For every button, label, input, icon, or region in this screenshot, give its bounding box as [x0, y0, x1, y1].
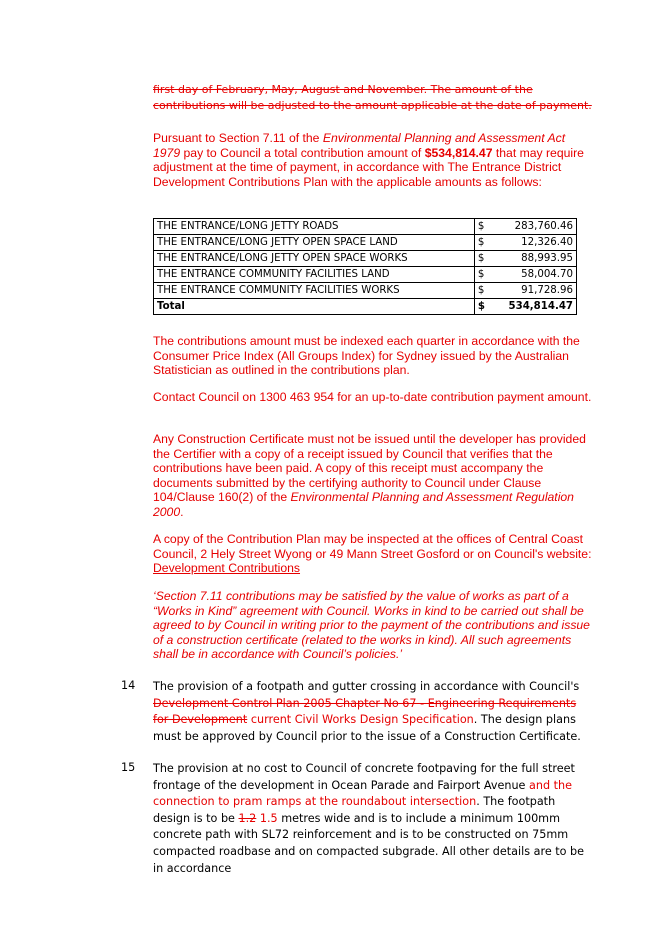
item-15-text-a: The provision at no cost to Council of c…	[153, 762, 575, 792]
struck-text-line: first day of February, May, August and N…	[153, 82, 603, 99]
struck-text-line: contributions will be adjusted to the am…	[153, 98, 603, 115]
table-row: THE ENTRANCE COMMUNITY FACILITIES LAND $…	[153, 266, 578, 283]
row-name: THE ENTRANCE/LONG JETTY OPEN SPACE LAND	[153, 234, 475, 251]
row-currency: $	[473, 234, 501, 251]
certificate-paragraph: Any Construction Certificate must not be…	[153, 432, 593, 520]
table-row: THE ENTRANCE/LONG JETTY OPEN SPACE LAND …	[153, 234, 578, 251]
item-15-text-c: metres wide and is to include a minimum …	[153, 811, 585, 875]
pursuant-paragraph: Pursuant to Section 7.11 of the Environm…	[153, 131, 593, 189]
pursuant-text-a: Pursuant to Section 7.11 of the	[153, 131, 323, 145]
added-text: and the connection to pram ramps at the …	[153, 778, 572, 809]
row-currency: $	[473, 250, 501, 267]
act-title: Environmental Planning and Assessment Ac…	[153, 131, 566, 160]
item-14-text-b: . The design plans must be approved by C…	[153, 713, 581, 743]
development-contributions-link[interactable]: Development Contributions	[153, 561, 301, 576]
struck-line-1: first day of February, May, August and N…	[153, 83, 533, 96]
row-name: THE ENTRANCE COMMUNITY FACILITIES WORKS	[153, 282, 475, 299]
contributions-table: THE ENTRANCE/LONG JETTY ROADS $ 283,760.…	[153, 218, 578, 315]
table-row: THE ENTRANCE COMMUNITY FACILITIES WORKS …	[153, 282, 578, 299]
row-name: THE ENTRANCE/LONG JETTY ROADS	[153, 218, 475, 235]
row-amount: 283,760.46	[500, 218, 578, 235]
pursuant-text-b: pay to Council a total contribution amou…	[180, 145, 425, 160]
table-row: THE ENTRANCE/LONG JETTY ROADS $ 283,760.…	[153, 218, 578, 235]
item-15-paragraph: The provision at no cost to Council of c…	[153, 761, 593, 877]
total-label: Total	[153, 298, 475, 315]
added-reference: current Civil Works Design Specification	[247, 713, 474, 727]
certificate-end: .	[180, 504, 184, 519]
row-amount: 12,326.40	[500, 234, 578, 251]
item-14-text-a: The provision of a footpath and gutter c…	[153, 680, 580, 693]
regulation-title: Environmental Planning and Assessment Re…	[153, 490, 574, 519]
plan-copy-paragraph: A copy of the Contribution Plan may be i…	[153, 532, 593, 576]
row-name: THE ENTRANCE COMMUNITY FACILITIES LAND	[153, 266, 475, 283]
table-total-row: Total $ 534,814.47	[153, 298, 578, 315]
struck-reference: Development Control Plan 2005 Chapter No…	[153, 696, 577, 727]
table-row: THE ENTRANCE/LONG JETTY OPEN SPACE WORKS…	[153, 250, 578, 267]
item-14-paragraph: The provision of a footpath and gutter c…	[153, 679, 593, 745]
row-name: THE ENTRANCE/LONG JETTY OPEN SPACE WORKS	[153, 250, 475, 267]
works-in-kind-text: ‘Section 7.11 contributions may be satis…	[153, 589, 590, 662]
row-currency: $	[473, 218, 501, 235]
struck-line-2: contributions will be adjusted to the am…	[153, 99, 592, 112]
row-currency: $	[473, 266, 501, 283]
new-width: 1.5	[256, 811, 278, 825]
item-number: 15	[121, 761, 136, 774]
total-value: 534,814.47	[500, 298, 578, 315]
row-amount: 58,004.70	[500, 266, 578, 283]
indexation-text: The contributions amount must be indexed…	[153, 334, 580, 378]
indexation-paragraph: The contributions amount must be indexed…	[153, 334, 593, 378]
certificate-text: Any Construction Certificate must not be…	[153, 432, 586, 505]
row-amount: 88,993.95	[500, 250, 578, 267]
works-in-kind-paragraph: ‘Section 7.11 contributions may be satis…	[153, 589, 593, 662]
total-currency: $	[473, 298, 501, 315]
contact-paragraph: Contact Council on 1300 463 954 for an u…	[153, 390, 593, 405]
old-width: 1.2	[238, 811, 257, 825]
item-number: 14	[121, 679, 136, 692]
contact-text: Contact Council on 1300 463 954 for an u…	[153, 390, 592, 404]
row-currency: $	[473, 282, 501, 299]
item-15-text-b: . The footpath design is to be	[153, 795, 556, 825]
total-amount: $534,814.47	[424, 145, 493, 160]
row-amount: 91,728.96	[500, 282, 578, 299]
plan-copy-text: A copy of the Contribution Plan may be i…	[153, 532, 592, 561]
pursuant-text-c: that may require adjustment at the time …	[153, 145, 584, 189]
